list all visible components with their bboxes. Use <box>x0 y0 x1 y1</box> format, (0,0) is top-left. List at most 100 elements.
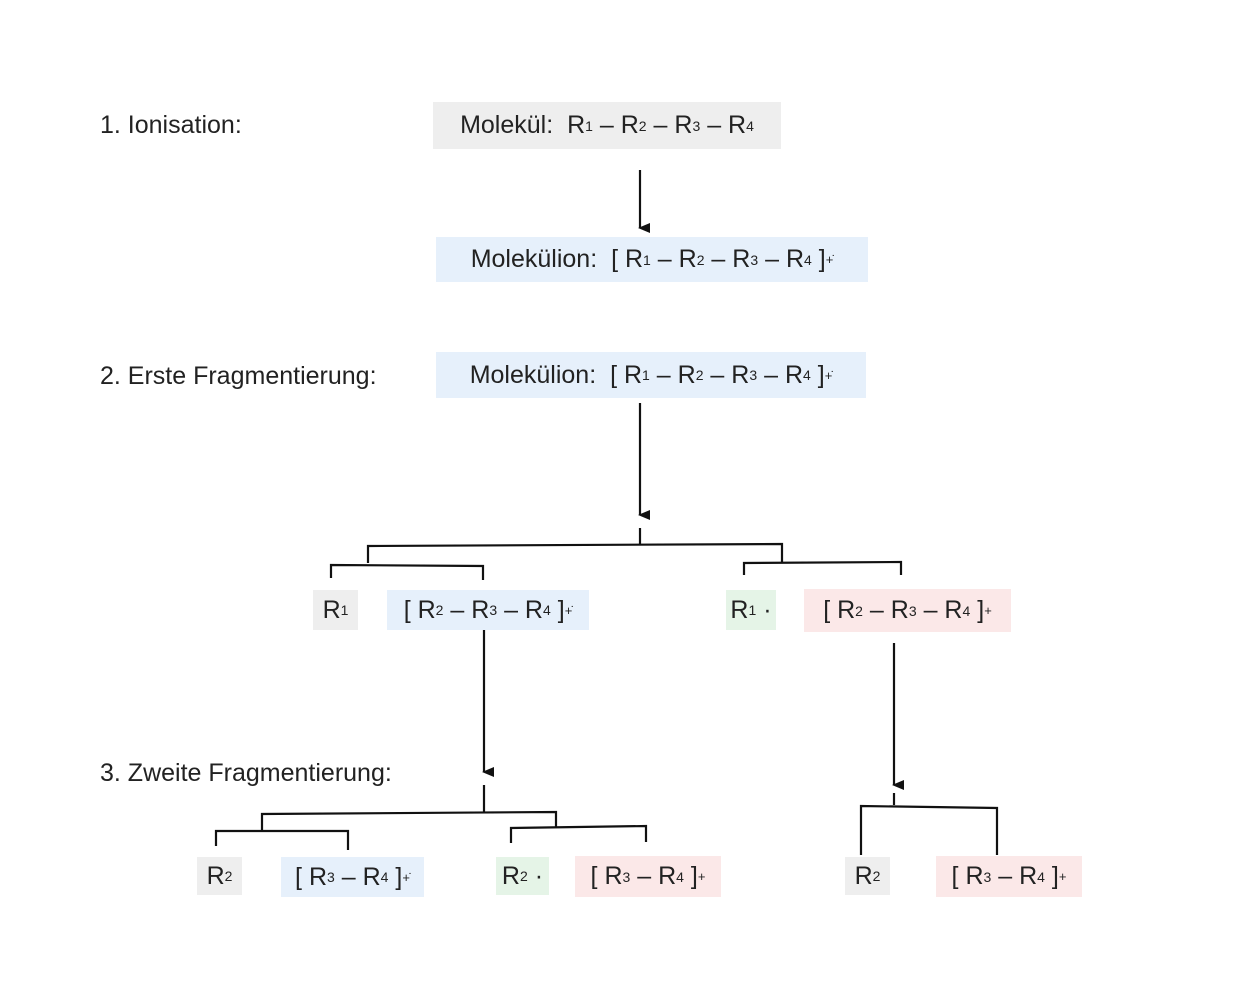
step-2-label: 2. Erste Fragmentierung: <box>100 362 377 390</box>
step-1-label: 1. Ionisation: <box>100 111 242 139</box>
bond-dash: – <box>991 862 1020 890</box>
bracket-close: ] <box>550 595 565 624</box>
r2-index: 2 <box>224 868 233 884</box>
r3-symbol: R <box>604 862 623 890</box>
r1-symbol: R <box>623 360 643 389</box>
r2-index: 2 <box>519 868 528 884</box>
step-3-label: 3. Zweite Fragmentierung: <box>100 759 392 787</box>
r1-index: 1 <box>585 117 593 134</box>
r4-symbol: R <box>784 360 803 389</box>
r1-index: 1 <box>642 367 650 383</box>
r1-index: 1 <box>748 602 757 618</box>
molecular-ion-label: Molekülion: <box>469 360 597 389</box>
r3-symbol: R <box>471 595 490 624</box>
bond-dash: – <box>700 111 729 139</box>
cation-charge: + <box>697 869 706 884</box>
r2-symbol: R <box>620 111 639 139</box>
r3-index: 3 <box>489 602 498 618</box>
molecular-ion-label: Molekülion: <box>470 245 598 273</box>
radical-cation-charge: +̇ <box>825 252 834 267</box>
r4-symbol: R <box>728 111 747 139</box>
r2-symbol: R <box>837 596 856 624</box>
r3-index: 3 <box>749 367 758 383</box>
bond-dash: – <box>862 596 891 624</box>
r2-index: 2 <box>696 251 705 268</box>
r4-symbol: R <box>944 596 963 624</box>
r3-symbol: R <box>674 111 693 139</box>
radical-dot: · <box>527 861 544 890</box>
r4-symbol: R <box>524 595 543 624</box>
bracket-open: [ <box>295 862 309 891</box>
r4-index: 4 <box>804 251 812 268</box>
r3-index: 3 <box>622 868 631 885</box>
r2-symbol: R <box>854 861 873 890</box>
r1-index: 1 <box>340 602 349 618</box>
bracket-close: ] <box>1044 862 1059 890</box>
r4-symbol: R <box>362 862 381 891</box>
bond-dash: – <box>443 595 472 624</box>
bond-dash: – <box>916 596 945 624</box>
r3-symbol: R <box>308 862 327 891</box>
bracket-open: [ <box>610 360 624 389</box>
r2-index: 2 <box>435 602 444 618</box>
bond-dash: – <box>757 360 785 389</box>
radical-dot: · <box>756 595 772 624</box>
r2-index: 2 <box>855 602 863 619</box>
r3-symbol: R <box>732 245 751 273</box>
bond-dash: – <box>592 111 621 139</box>
bond-dash: – <box>497 595 525 624</box>
bond-dash: – <box>649 360 678 389</box>
r4-symbol: R <box>785 245 804 273</box>
r2-index: 2 <box>638 117 647 134</box>
r4-index: 4 <box>676 868 684 885</box>
bracket-open: [ <box>951 862 966 890</box>
radical-cation-charge: +̇ <box>402 869 410 885</box>
r3-index: 3 <box>327 869 335 885</box>
r1-symbol: R <box>730 595 749 624</box>
r2-index: 2 <box>872 868 881 884</box>
bracket-close: ] <box>810 360 825 389</box>
r1-symbol: R <box>322 595 341 624</box>
r4-symbol: R <box>1019 862 1038 890</box>
r4-index: 4 <box>962 602 971 619</box>
bond-dash: – <box>703 360 732 389</box>
bracket-close: ] <box>970 596 985 624</box>
r4-symbol: R <box>658 862 677 890</box>
bracket-open: [ <box>590 862 605 890</box>
r1-symbol: R <box>567 111 586 139</box>
r3-symbol: R <box>731 360 750 389</box>
bracket-close: ] <box>683 862 698 890</box>
r2-index: 2 <box>695 367 704 383</box>
bracket-close: ] <box>388 862 403 891</box>
r4-index: 4 <box>542 602 551 618</box>
r3-index: 3 <box>908 602 917 619</box>
r2-symbol: R <box>677 360 696 389</box>
r3-symbol: R <box>965 862 984 890</box>
bracket-open: [ <box>611 245 625 273</box>
bond-dash: – <box>630 862 659 890</box>
r1-index: 1 <box>643 251 651 268</box>
radical-cation-charge: +̇ <box>824 367 833 383</box>
r3-symbol: R <box>890 596 909 624</box>
r3-index: 3 <box>983 868 992 885</box>
bond-dash: – <box>704 245 733 273</box>
r1-symbol: R <box>624 245 644 273</box>
radical-cation-charge: +̇ <box>564 602 573 618</box>
r4-index: 4 <box>803 367 811 383</box>
r3-index: 3 <box>750 251 759 268</box>
bond-dash: – <box>650 245 679 273</box>
r3-index: 3 <box>692 117 701 134</box>
